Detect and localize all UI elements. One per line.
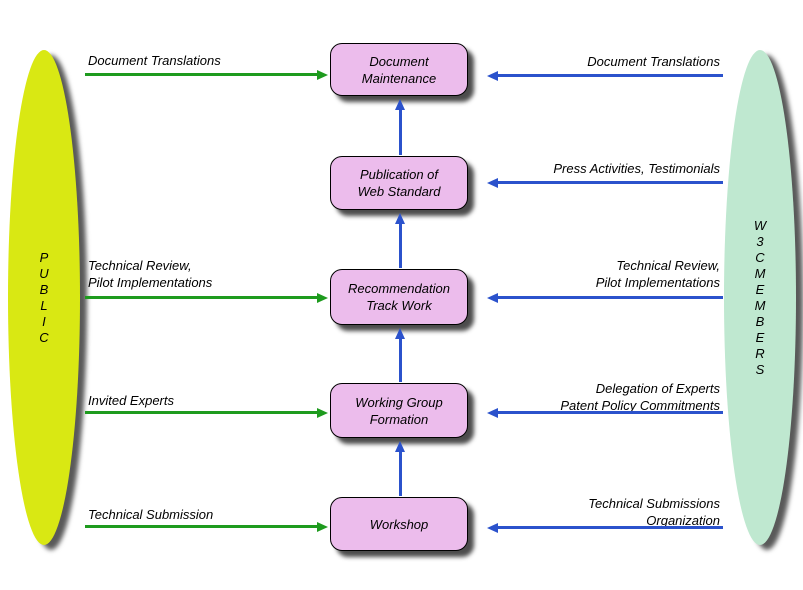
arrow-shaft — [497, 411, 723, 414]
box-recommendation-track-work: Recommendation Track Work — [330, 269, 468, 325]
arrow-shaft — [85, 296, 317, 299]
box-document-maintenance: Document Maintenance — [330, 43, 468, 96]
arrow-shaft — [497, 181, 723, 184]
arrow-shaft — [497, 74, 723, 77]
arrow-shaft — [398, 337, 402, 382]
arrow-label: Delegation of Experts Patent Policy Comm… — [560, 381, 720, 413]
public-ellipse: P U B L I C — [8, 50, 80, 545]
arrow-label: Document Translations — [587, 54, 720, 69]
arrow-shaft — [398, 108, 402, 155]
arrow-left-icon — [487, 177, 498, 188]
box-label: Document Maintenance — [361, 53, 437, 86]
arrow-shaft — [85, 525, 317, 528]
box-workshop: Workshop — [330, 497, 468, 551]
arrow-label: Technical Review, Pilot Implementations — [88, 258, 213, 290]
arrow-left-icon — [487, 407, 498, 418]
arrow-label: Press Activities, Testimonials — [553, 161, 720, 176]
box-label: Publication of Web Standard — [357, 167, 441, 199]
arrow-shaft — [398, 450, 402, 496]
arrow-up-icon — [395, 328, 405, 339]
arrow-label: Technical Submissions Organization — [588, 496, 720, 528]
arrow-label: Technical Submission — [88, 507, 214, 522]
box-label: Working Group Formation — [355, 394, 443, 427]
arrow-left-icon — [487, 70, 498, 81]
arrow-shaft — [85, 411, 317, 414]
arrow-up-icon — [395, 441, 405, 452]
box-label: Workshop — [369, 516, 429, 532]
arrow-left-icon — [487, 522, 498, 533]
arrow-label: Invited Experts — [88, 393, 174, 408]
arrow-left-icon — [487, 292, 498, 303]
arrow-right-icon — [317, 407, 328, 418]
box-publication-of-web-standard: Publication of Web Standard — [330, 156, 468, 210]
arrow-label: Document Translations — [88, 53, 221, 68]
arrow-up-icon — [395, 213, 405, 224]
arrow-right-icon — [317, 521, 328, 532]
arrow-up-icon — [395, 99, 405, 110]
arrow-shaft — [85, 73, 317, 76]
box-working-group-formation: Working Group Formation — [330, 383, 468, 438]
box-label: Recommendation Track Work — [348, 281, 450, 313]
arrow-label: Technical Review, Pilot Implementations — [595, 258, 720, 290]
arrow-shaft — [398, 222, 402, 268]
members-ellipse-label: W 3 C M E M B E R S — [753, 217, 767, 377]
public-ellipse-label: P U B L I C — [39, 249, 49, 345]
arrow-shaft — [497, 296, 723, 299]
members-ellipse: W 3 C M E M B E R S — [724, 50, 796, 545]
arrow-right-icon — [317, 69, 328, 80]
arrow-shaft — [497, 526, 723, 529]
arrow-right-icon — [317, 292, 328, 303]
